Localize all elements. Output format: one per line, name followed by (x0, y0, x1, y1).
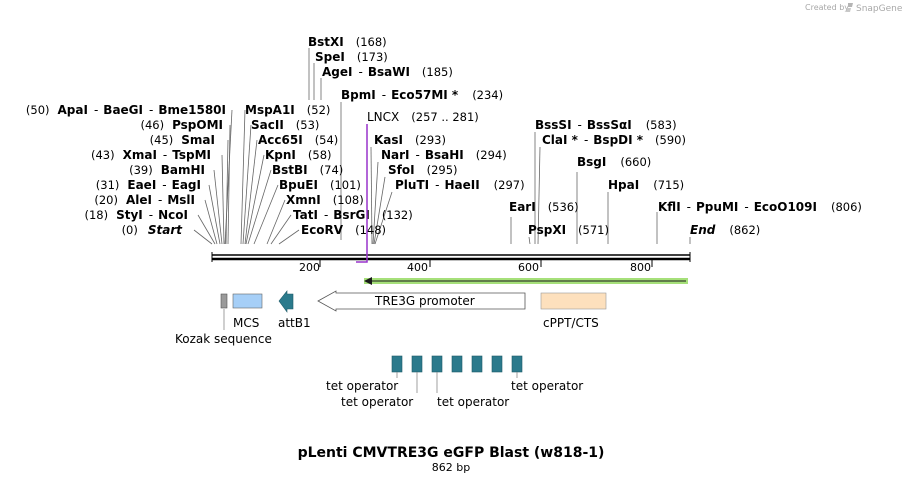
tet-operator-label-3: tet operator (341, 395, 413, 409)
tet-operator-boxes (391, 355, 523, 373)
site-label-bstxi: BstXI(168) (308, 35, 387, 49)
axis-ticks (319, 259, 653, 267)
site-label-nari: NarI-BsaHI(294) (381, 148, 507, 162)
created-by-text: Created by (805, 3, 849, 12)
tre3g-promoter-arrow (317, 290, 526, 312)
site-label-agei: AgeI-BsaWI(185) (322, 65, 453, 79)
axis-tick-600: 600 (518, 261, 539, 274)
site-label-end: End(862) (690, 223, 760, 237)
attb1-feature-arrow (278, 290, 294, 313)
site-label-mspa1i: MspA1I(52) (245, 103, 330, 117)
site-label-apai: (50)ApaI-BaeGI-Bme1580I (26, 103, 226, 117)
tet-operator-2 (411, 355, 423, 373)
site-label-sfoi: SfoI(295) (388, 163, 458, 177)
lncx-primer-mark (356, 124, 368, 263)
reverse-orf-bar (364, 277, 688, 285)
site-label-acc65i: Acc65I(54) (258, 133, 338, 147)
attb1-label: attB1 (278, 316, 311, 330)
site-label-alei: (20)AleI-MslI (94, 193, 195, 207)
tet-operator-7 (511, 355, 523, 373)
site-label-hpai: HpaI(715) (608, 178, 684, 192)
dna-backbone (211, 252, 691, 262)
site-label-pspxi: PspXI(571) (528, 223, 609, 237)
site-label-kasi: KasI(293) (374, 133, 446, 147)
site-label-bamhi: (39)BamHI (129, 163, 205, 177)
site-label-tati: TatI-BsrGI(132) (293, 208, 413, 222)
map-title: pLenti CMVTRE3G eGFP Blast (w818-1) (298, 445, 605, 461)
site-label-eaei: (31)EaeI-EagI (96, 178, 201, 192)
kozak-feature (220, 293, 228, 309)
site-leader-lines (193, 48, 691, 245)
tet-operator-5 (471, 355, 483, 373)
mcs-feature (232, 293, 263, 309)
tet-operator-4 (451, 355, 463, 373)
site-label-sacii: SacII(53) (251, 118, 319, 132)
site-label-styi: (18)StyI-NcoI (85, 208, 189, 222)
site-label-bpmi: BpmI-Eco57MI *(234) (341, 88, 503, 102)
site-label-clai: ClaI *-BspDI *(590) (542, 133, 686, 147)
axis-tick-400: 400 (407, 261, 428, 274)
mcs-label: MCS (233, 316, 259, 330)
tet-operator-label-4: tet operator (437, 395, 509, 409)
site-label-kpni: KpnI(58) (265, 148, 332, 162)
tre3g-promoter-label: TRE3G promoter (374, 294, 475, 308)
site-label-bstbi: BstBI(74) (272, 163, 343, 177)
site-label-pspomi: (46)PspOMI (140, 118, 223, 132)
site-label-spei: SpeI(173) (315, 50, 388, 64)
site-label-bsgi: BsgI(660) (577, 155, 651, 169)
tet-operator-1 (391, 355, 403, 373)
site-label-smai: (45)SmaI (150, 133, 215, 147)
primer-label-lncx: LNCX(257 .. 281) (367, 110, 479, 124)
site-label-ecorv: EcoRV(148) (301, 223, 386, 237)
tet-operator-6 (491, 355, 503, 373)
kozak-label: Kozak sequence (175, 332, 272, 346)
site-label-xmai: (43)XmaI-TspMI (91, 148, 211, 162)
snapgene-brand: SnapGene (856, 4, 903, 14)
site-label-eari: EarI(536) (509, 200, 579, 214)
axis-tick-800: 800 (630, 261, 651, 274)
site-label-pluti: PluTI-HaeII(297) (395, 178, 525, 192)
site-label-kfli: KflI-PpuMI-EcoO109I(806) (658, 200, 862, 214)
site-label-bpuei: BpuEI(101) (279, 178, 361, 192)
snapgene-logo-icon (846, 3, 853, 12)
cppt-cts-label: cPPT/CTS (543, 316, 599, 330)
tet-operator-label-1: tet operator (326, 379, 398, 393)
tet-operator-label-2: tet operator (511, 379, 583, 393)
axis-tick-200: 200 (299, 261, 320, 274)
cppt-cts-feature (540, 292, 607, 310)
tet-operator-3 (431, 355, 443, 373)
map-length: 862 bp (432, 461, 470, 474)
site-label-xmni: XmnI(108) (286, 193, 364, 207)
tet-operator-leaders (396, 372, 518, 393)
site-label-bsssi: BssSI-BssSαI(583) (535, 118, 677, 132)
site-label-start: (0)Start (122, 223, 184, 237)
